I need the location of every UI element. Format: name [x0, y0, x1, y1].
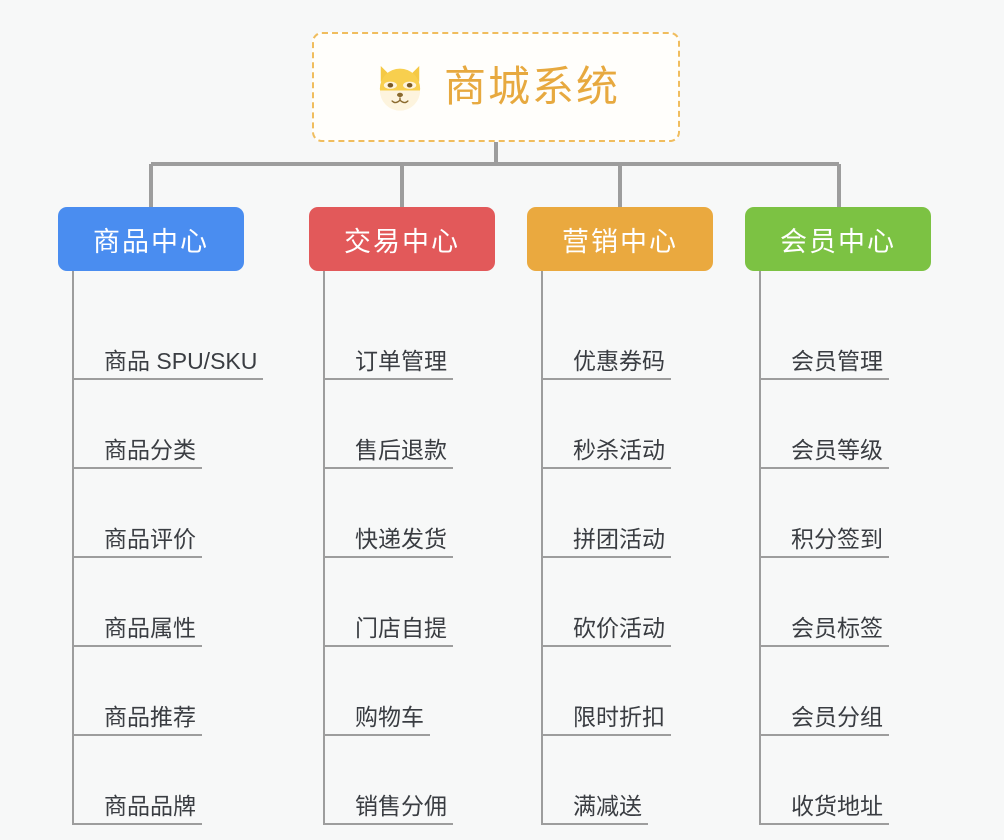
branch-header-label: 交易中心	[344, 226, 460, 257]
leaf-item[interactable]: 商品分类	[74, 380, 244, 469]
leaf-item[interactable]: 商品品牌	[74, 736, 244, 825]
leaf-underline	[325, 734, 430, 736]
root-title: 商城系统	[443, 63, 620, 110]
leaf-underline	[543, 556, 671, 558]
leaf-underline	[74, 734, 202, 736]
branch-header-3[interactable]: 会员中心	[745, 207, 931, 271]
leaf-underline	[761, 467, 889, 469]
leaf-label: 售后退款	[355, 436, 447, 463]
branch-column-2: 营销中心 优惠券码 秒杀活动 拼团活动 砍价活动 限时折扣	[527, 207, 713, 825]
leaf-label: 商品 SPU/SKU	[104, 347, 258, 374]
leaf-label: 会员分组	[791, 703, 883, 730]
leaf-item[interactable]: 商品评价	[74, 469, 244, 558]
leaf-item[interactable]: 商品推荐	[74, 647, 244, 736]
leaf-item[interactable]: 砍价活动	[543, 558, 713, 647]
branch-leaf-list-0: 商品 SPU/SKU 商品分类 商品评价 商品属性 商品推荐 商品品牌	[72, 271, 263, 825]
leaf-underline	[325, 645, 453, 647]
leaf-label: 门店自提	[355, 614, 447, 641]
leaf-label: 订单管理	[355, 347, 447, 374]
leaf-item[interactable]: 商品属性	[74, 558, 244, 647]
leaf-underline	[74, 467, 202, 469]
leaf-label: 购物车	[355, 703, 424, 730]
leaf-item[interactable]: 购物车	[325, 647, 495, 736]
leaf-label: 砍价活动	[573, 614, 665, 641]
leaf-item[interactable]: 拼团活动	[543, 469, 713, 558]
branch-header-label: 营销中心	[562, 226, 678, 257]
leaf-label: 商品品牌	[104, 792, 196, 819]
leaf-label: 商品评价	[104, 525, 196, 552]
leaf-underline	[543, 378, 671, 380]
shiba-dog-icon	[379, 66, 421, 111]
leaf-label: 会员等级	[791, 436, 883, 463]
leaf-underline	[74, 645, 202, 647]
leaf-underline	[761, 378, 889, 380]
leaf-label: 商品属性	[104, 614, 196, 641]
leaf-underline	[543, 645, 671, 647]
leaf-label: 销售分佣	[355, 792, 447, 819]
leaf-label: 商品分类	[104, 436, 196, 463]
branch-header-1[interactable]: 交易中心	[309, 207, 495, 271]
leaf-underline	[761, 645, 889, 647]
leaf-label: 会员管理	[791, 347, 883, 374]
leaf-underline	[325, 378, 453, 380]
branch-header-2[interactable]: 营销中心	[527, 207, 713, 271]
leaf-item[interactable]: 收货地址	[761, 736, 931, 825]
leaf-underline	[74, 823, 202, 825]
leaf-item[interactable]: 订单管理	[325, 291, 495, 380]
leaf-label: 秒杀活动	[573, 436, 665, 463]
leaf-underline	[543, 467, 671, 469]
leaf-underline	[74, 378, 263, 380]
leaf-underline	[761, 734, 889, 736]
leaf-item[interactable]: 优惠券码	[543, 291, 713, 380]
leaf-label: 收货地址	[791, 792, 883, 819]
leaf-underline	[325, 556, 453, 558]
leaf-label: 会员标签	[791, 614, 883, 641]
branch-leaf-list-2: 优惠券码 秒杀活动 拼团活动 砍价活动 限时折扣 满减送	[541, 271, 713, 825]
branch-leaf-list-3: 会员管理 会员等级 积分签到 会员标签 会员分组 收货地址	[759, 271, 931, 825]
leaf-label: 满减送	[573, 792, 642, 819]
leaf-item[interactable]: 会员等级	[761, 380, 931, 469]
leaf-label: 积分签到	[791, 525, 883, 552]
leaf-underline	[74, 556, 202, 558]
leaf-item[interactable]: 积分签到	[761, 469, 931, 558]
leaf-label: 商品推荐	[104, 703, 196, 730]
branch-column-0: 商品中心 商品 SPU/SKU 商品分类 商品评价 商品属性 商品推荐	[58, 207, 263, 825]
leaf-underline	[761, 823, 889, 825]
branch-header-label: 会员中心	[780, 226, 896, 257]
leaf-underline	[761, 556, 889, 558]
leaf-item[interactable]: 满减送	[543, 736, 713, 825]
leaf-item[interactable]: 限时折扣	[543, 647, 713, 736]
branch-header-label: 商品中心	[93, 226, 209, 257]
leaf-label: 优惠券码	[573, 347, 665, 374]
leaf-underline	[543, 823, 648, 825]
leaf-label: 拼团活动	[573, 525, 665, 552]
leaf-underline	[543, 734, 671, 736]
branch-column-1: 交易中心 订单管理 售后退款 快递发货 门店自提 购物车	[309, 207, 495, 825]
leaf-item[interactable]: 会员管理	[761, 291, 931, 380]
leaf-underline	[325, 823, 453, 825]
root-node[interactable]: 商城系统	[312, 32, 680, 142]
branch-header-0[interactable]: 商品中心	[58, 207, 244, 271]
leaf-label: 限时折扣	[573, 703, 665, 730]
leaf-item[interactable]: 秒杀活动	[543, 380, 713, 469]
leaf-item[interactable]: 快递发货	[325, 469, 495, 558]
leaf-item[interactable]: 售后退款	[325, 380, 495, 469]
leaf-item[interactable]: 会员分组	[761, 647, 931, 736]
leaf-item[interactable]: 会员标签	[761, 558, 931, 647]
branch-column-3: 会员中心 会员管理 会员等级 积分签到 会员标签 会员分组	[745, 207, 931, 825]
branch-leaf-list-1: 订单管理 售后退款 快递发货 门店自提 购物车 销售分佣	[323, 271, 495, 825]
leaf-label: 快递发货	[355, 525, 447, 552]
leaf-underline	[325, 467, 453, 469]
leaf-item[interactable]: 商品 SPU/SKU	[74, 291, 263, 380]
leaf-item[interactable]: 门店自提	[325, 558, 495, 647]
leaf-item[interactable]: 销售分佣	[325, 736, 495, 825]
